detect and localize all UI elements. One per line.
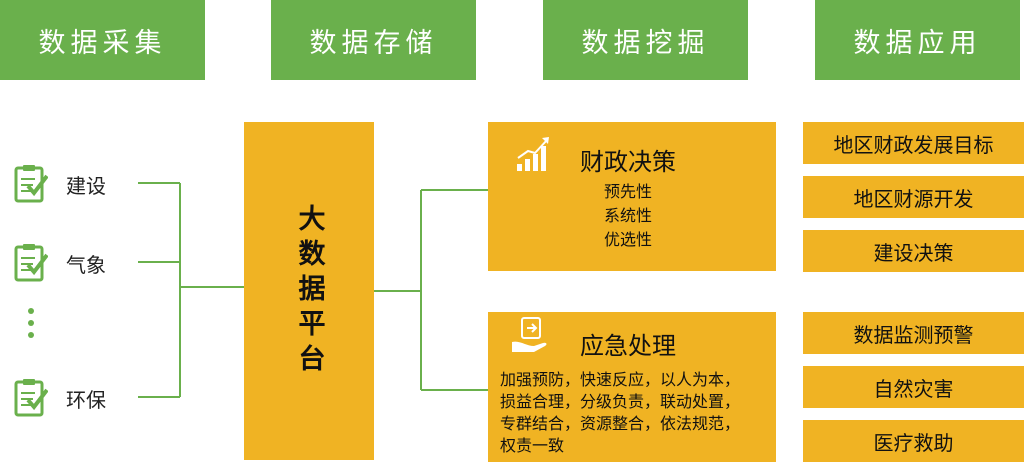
growth-chart-icon bbox=[517, 137, 549, 171]
finance-item: 预先性 bbox=[604, 182, 653, 201]
emergency-line: 权责一致 bbox=[500, 436, 565, 455]
checklist-icon bbox=[14, 165, 48, 203]
app-revenue-development: 地区财源开发 bbox=[803, 176, 1024, 218]
app-monitoring-warning: 数据监测预警 bbox=[803, 312, 1024, 354]
emergency-line: 加强预防，快速反应，以人为本， bbox=[500, 370, 741, 389]
emergency-line: 专群结合，资源整合，依法规范， bbox=[500, 414, 741, 433]
header-data-collection: 数据采集 bbox=[0, 0, 205, 80]
source-label: 气象 bbox=[66, 252, 106, 277]
header-data-storage: 数据存储 bbox=[271, 0, 476, 80]
emergency-handling-box: 应急处理 加强预防，快速反应，以人为本， 损益合理，分级负责，联动处置， 专群结… bbox=[488, 312, 776, 462]
app-construction-decision: 建设决策 bbox=[803, 230, 1024, 272]
header-data-mining: 数据挖掘 bbox=[543, 0, 748, 80]
platform-title: 大数据平台 bbox=[293, 203, 325, 379]
header-data-application: 数据应用 bbox=[815, 0, 1020, 80]
source-item-construction: 建设 bbox=[14, 164, 106, 204]
emergency-title: 应急处理 bbox=[580, 332, 676, 360]
finance-title: 财政决策 bbox=[580, 148, 676, 176]
finance-decision-box: 财政决策 预先性 系统性 优选性 bbox=[488, 122, 776, 271]
more-sources-ellipsis bbox=[26, 308, 36, 342]
hand-support-icon bbox=[512, 317, 547, 352]
source-item-weather: 气象 bbox=[14, 243, 106, 283]
app-medical-aid: 医疗救助 bbox=[803, 420, 1024, 462]
source-item-environment: 环保 bbox=[14, 378, 106, 418]
big-data-platform-box: 大数据平台 bbox=[244, 122, 374, 460]
app-natural-disaster: 自然灾害 bbox=[803, 366, 1024, 408]
checklist-icon bbox=[14, 244, 48, 282]
finance-item: 优选性 bbox=[604, 230, 653, 249]
emergency-line: 损益合理，分级负责，联动处置， bbox=[500, 392, 741, 411]
source-label: 建设 bbox=[66, 173, 106, 198]
source-label: 环保 bbox=[66, 387, 106, 412]
app-regional-finance-goal: 地区财政发展目标 bbox=[803, 122, 1024, 164]
finance-item: 系统性 bbox=[604, 206, 653, 225]
checklist-icon bbox=[14, 379, 48, 417]
